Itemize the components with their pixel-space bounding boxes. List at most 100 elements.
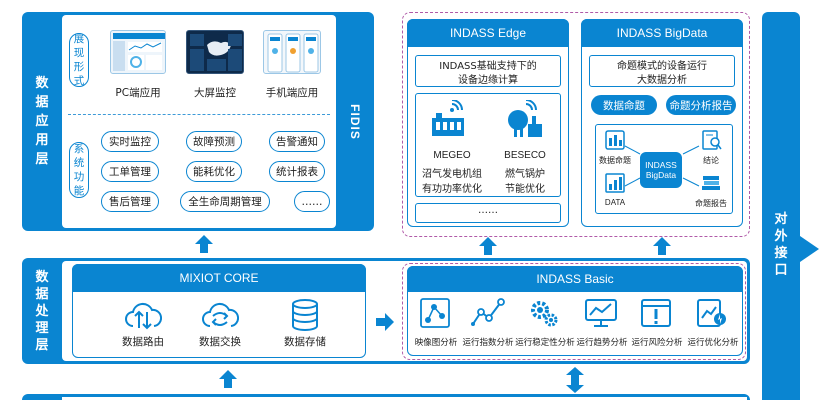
indass-edge-title: INDASS Edge [407,19,569,47]
core-item-label: 数据路由 [122,336,164,348]
fidis-label: FIDIS [336,12,374,231]
layer-char: 对 [774,212,788,227]
data-proposition-pill: 数据命题 [591,95,657,115]
bigdata-desc-line: 命题模式的设备运行 [617,61,707,72]
layer-char: 数 [35,76,49,91]
edge-desc-line: 设备边缘计算 [458,75,518,86]
up-arrow-icon [478,236,498,256]
layer-char: 数 [35,269,49,285]
generator-icon [428,100,468,140]
edge-desc-box [415,55,561,87]
up-arrow-icon [652,236,672,256]
warning-window-icon [640,298,672,328]
indass-bigdata-title: INDASS BigData [581,19,743,47]
layer-char: 理 [35,320,49,336]
layer-char: 层 [35,152,49,167]
edge-item-line: 有功功率优化 [422,184,482,195]
boiler-icon [504,100,544,140]
edge-item-line: 节能优化 [505,184,545,195]
tab-char: 展 [73,33,85,45]
bigdata-node-label: DATA [604,198,626,207]
data-proposition-icon [604,129,626,151]
gears-icon [528,298,560,328]
proposition-report-pill: 命题分析报告 [666,95,736,115]
bigscreen-screenshot [186,30,244,74]
function-pill: 售后管理 [101,191,159,212]
basic-item-label: 运行指数分析 [462,338,514,348]
bottom-layer-body [62,397,747,400]
tab-char: 能 [73,185,85,197]
up-arrow-icon [194,234,214,254]
edge-items-box [415,93,561,197]
external-arrow-icon [800,236,820,262]
function-pill: …… [294,191,330,212]
external-interface-label: 对 外 接 口 [762,200,800,290]
basic-item-label: 运行优化分析 [687,338,739,348]
display-item-label: 大屏监控 [194,87,236,99]
data-app-layer-label: 数 据 应 用 层 [22,12,62,231]
bigdata-node-label: 命题报告 [695,199,727,208]
tab-char: 系 [73,143,85,155]
core-item-label: 数据交换 [199,336,241,348]
tab-char: 功 [73,171,85,183]
up-arrow-icon [218,369,238,389]
layer-char: 层 [35,337,49,353]
indass-basic-dashed [402,263,746,360]
bigdata-node-label: 数据命题 [599,156,631,165]
edge-more: …… [478,205,498,216]
edge-item-line: 燃气锅炉 [505,169,545,180]
basic-item-label: 运行趋势分析 [576,338,628,348]
layer-char: 用 [35,133,49,148]
optimize-icon [696,298,728,328]
indass-bigdata-core: INDASS BigData [640,152,682,188]
edge-item-name: BESECO [504,150,546,161]
layer-char: 外 [774,229,788,244]
graph-icon [420,298,450,328]
section-divider [68,114,330,115]
basic-item-label: 运行稳定性分析 [515,338,575,348]
layer-char: 口 [774,263,788,278]
tab-char: 统 [73,157,85,169]
bigdata-connectors [624,145,700,187]
function-pill: 故障预测 [186,131,242,152]
function-pill: 工单管理 [101,161,159,182]
monitor-trend-icon [584,298,618,328]
system-function-tab: 系 统 功 能 [69,142,89,198]
edge-more-box [415,203,561,223]
indass-dashed-region [402,12,750,237]
edge-item-line: 沼气发电机组 [422,169,482,180]
pc-screenshot [110,30,166,74]
display-item-label: PC端应用 [115,87,161,99]
core-label: BigData [645,170,677,180]
layer-char: 据 [35,286,49,302]
indass-basic-title: INDASS Basic [407,266,743,292]
tab-char: 式 [73,75,85,87]
layer-char: 据 [35,95,49,110]
core-item-label: 数据存储 [284,336,326,348]
core-label: INDASS [645,160,677,170]
display-item-label: 手机端应用 [265,87,319,99]
layer-char: 应 [35,114,49,129]
data-proc-layer-label: 数 据 处 理 层 [22,258,62,364]
bigdata-desc-line: 大数据分析 [637,75,687,86]
function-pill: 告警通知 [269,131,325,152]
external-interface-bar [762,12,800,400]
edge-desc-line: INDASS基础支持下的 [439,61,537,72]
cloud-updown-icon [124,300,162,330]
edge-item-name: MEGEO [433,150,471,161]
cloud-exchange-icon [201,300,239,330]
fidis-text: FIDIS [347,103,362,140]
layer-char: 接 [774,246,788,261]
mixiot-core-title: MIXIOT CORE [72,264,366,292]
conclusion-icon [700,129,722,151]
function-pill: 实时监控 [101,131,159,152]
tab-char: 形 [73,61,85,73]
function-pill: 能耗优化 [186,161,242,182]
report-books-icon [700,172,722,194]
function-pill: 统计报表 [269,161,325,182]
line-chart-icon [471,298,505,328]
updown-arrow-icon [565,366,585,394]
bigdata-desc-box [589,55,735,87]
basic-item-label: 映像图分析 [414,338,458,348]
basic-item-label: 运行风险分析 [631,338,683,348]
